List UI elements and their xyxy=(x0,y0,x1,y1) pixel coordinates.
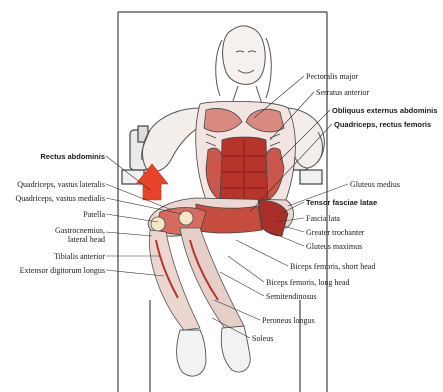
label-peroneus-longus: Peroneus longus xyxy=(262,316,315,325)
label-pectoralis-major: Pectoralis major xyxy=(306,72,358,81)
label-patella: Patella xyxy=(83,210,105,219)
label-gastrocnemius-lateral-head: Gastrocnemius, lateral head xyxy=(55,226,105,244)
leader-line xyxy=(284,226,304,232)
label-fascia-lata: Fascia lata xyxy=(306,214,340,223)
label-rectus-abdominis: Rectus abdominis xyxy=(40,152,105,161)
leader-line xyxy=(270,232,304,246)
label-gluteus-maximus: Gluteus maximus xyxy=(306,242,362,251)
torso xyxy=(196,101,296,208)
label-quadriceps-vastus-lateralis: Quadriceps, vastus lateralis xyxy=(17,180,105,189)
thighs xyxy=(148,198,294,236)
label-greater-trochanter: Greater trochanter xyxy=(306,228,364,237)
label-quadriceps-rectus-femoris: Quadriceps, rectus femoris xyxy=(334,120,431,129)
label-tensor-fasciae-latae: Tensor fasciae latae xyxy=(306,198,377,207)
leader-line xyxy=(228,256,264,282)
label-biceps-femoris-short-head: Biceps femoris, short head xyxy=(290,262,375,271)
leader-line xyxy=(236,240,288,266)
label-tibialis-anterior: Tibialis anterior xyxy=(54,252,105,261)
leader-line xyxy=(106,232,152,236)
label-semitendinosus: Semitendinosus xyxy=(266,292,317,301)
head-sketch xyxy=(216,26,272,104)
leader-line xyxy=(106,184,172,210)
label-soleus: Soleus xyxy=(252,334,273,343)
label-extensor-digitorum-longus: Extensor digitorum longus xyxy=(20,266,105,275)
label-gluteus-medius: Gluteus medius xyxy=(350,180,400,189)
label-obliquus-externus-abdominis: Obliquus externus abdominis xyxy=(332,106,437,115)
lower-legs xyxy=(149,228,244,330)
label-quadriceps-vastus-medialis: Quadriceps, vastus medialis xyxy=(15,194,105,203)
label-serratus-anterior: Serratus anterior xyxy=(316,88,369,97)
feet xyxy=(177,326,251,376)
label-biceps-femoris-long-head: Biceps femoris, long head xyxy=(266,278,350,287)
